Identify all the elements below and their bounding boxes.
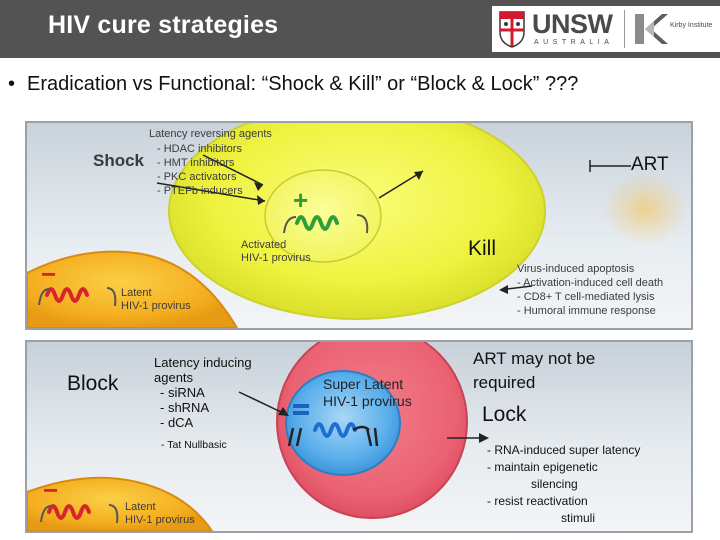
lra-arrow-line: [156, 182, 266, 202]
super-latent-nucleus-shape: [285, 370, 401, 476]
header-bar: HIV cure strategies UNSW AUSTRALIA Kirby…: [0, 0, 720, 58]
slide-title: HIV cure strategies: [48, 11, 279, 39]
lock-item: - maintain epigenetic: [487, 460, 598, 474]
kirby-wordmark: Kirby Institute: [670, 22, 713, 29]
lock-chromatin-icon-left: [287, 427, 303, 447]
kill-item: Virus-induced apoptosis: [517, 263, 635, 275]
lra-item: - HDAC inhibitors: [157, 143, 242, 155]
block-and-lock-diagram: Block Latency inducing agents - siRNA - …: [25, 340, 693, 533]
kill-item: - Humoral immune response: [517, 305, 656, 317]
lra-item: - HMT inhibitors: [157, 157, 235, 169]
unsw-subtitle: AUSTRALIA: [534, 39, 614, 46]
lra-list: - HDAC inhibitors - HMT inhibitors - PKC…: [157, 142, 243, 198]
shock-kill-graphics: [27, 123, 687, 328]
lia-title: Latency inducing: [154, 355, 252, 370]
lock-mechanisms-list: - RNA-induced super latency - maintain e…: [487, 442, 640, 527]
kill-arrow-line: [506, 285, 533, 290]
lia-title-2: agents: [154, 370, 194, 385]
logo-area: UNSW AUSTRALIA Kirby Institute: [492, 6, 720, 52]
lra-item: - PKC activators: [157, 171, 237, 183]
tat-nullbasic-label: - Tat Nullbasic: [161, 439, 227, 451]
latent-dna-icon-bottom: [40, 504, 119, 524]
super-latent-label: Super Latent HIV-1 provirus: [323, 376, 412, 409]
art-label: ART: [631, 154, 669, 175]
minus-sign-bottom: −: [43, 475, 59, 505]
activated-nucleus-shape: [264, 169, 382, 263]
activated-provirus-label: Activated HIV-1 provirus: [241, 239, 311, 264]
faint-cell-shape: [603, 173, 687, 245]
latent-provirus-icon-bottom: [47, 504, 91, 520]
virus-arrow-line: [378, 170, 424, 199]
lock-chromatin-icon-right: [352, 425, 379, 447]
lock-item: - RNA-induced super latency: [487, 443, 641, 457]
super-latent-provirus-icon: [313, 422, 357, 438]
logo-divider: [624, 10, 625, 48]
lra-arrow-head-2: [254, 182, 263, 191]
lia-list: Latency inducing agents - siRNA - shRNA …: [154, 355, 252, 430]
bullet-symbol: •: [8, 73, 16, 95]
shock-and-kill-diagram: Latency reversing agents - HDAC inhibito…: [25, 121, 693, 330]
lia-arrow-head: [278, 407, 289, 416]
plus-sign: +: [293, 185, 309, 215]
activated-provirus-icon: [295, 215, 339, 231]
art-not-required-label: ART may not be required: [473, 349, 596, 392]
lia-item: - shRNA: [160, 400, 210, 415]
latent-provirus-icon: [45, 287, 89, 303]
kirby-logo-icon: [635, 14, 668, 44]
lock-arrow-head: [479, 433, 489, 443]
bullet-point: • Eradication vs Functional: “Shock & Kil…: [8, 73, 578, 96]
latent-cell-shape: [27, 250, 239, 328]
shock-label: Shock: [93, 151, 145, 170]
kill-item: - CD8+ T cell-mediated lysis: [517, 291, 655, 303]
bullet-text: Eradication vs Functional: “Shock & Kill…: [27, 73, 579, 95]
activated-dna-icon: [283, 214, 369, 234]
block-lock-graphics: [27, 342, 489, 531]
lia-item: - dCA: [160, 415, 194, 430]
kill-label: Kill: [468, 237, 497, 260]
unsw-crest-icon: [499, 11, 525, 48]
latent-cell-shape-bottom: [27, 476, 214, 531]
block-minus-sign: [293, 404, 309, 415]
latent-dna-icon: [38, 287, 117, 307]
latent-provirus-label-bottom: Latent HIV-1 provirus: [125, 501, 195, 526]
minus-sign: −: [41, 259, 57, 289]
lra-arrow-head: [257, 195, 265, 205]
lra-arrow-line-2: [202, 154, 264, 186]
block-label: Block: [67, 372, 119, 395]
lia-item: - siRNA: [160, 385, 205, 400]
virus-arrow-head: [414, 171, 423, 180]
lock-item: silencing: [531, 477, 578, 491]
kill-mechanisms-list: Virus-induced apoptosis - Activation-ind…: [517, 262, 663, 318]
lra-item: - PTEFb inducers: [157, 185, 243, 197]
latent-provirus-label: Latent HIV-1 provirus: [121, 287, 191, 312]
lock-item: stimuli: [561, 511, 596, 525]
lra-title: Latency reversing agents: [149, 128, 272, 140]
unsw-wordmark: UNSW: [532, 9, 613, 39]
lock-label: Lock: [482, 403, 527, 426]
kill-arrow-head: [499, 285, 508, 294]
lock-item: - resist reactivation: [487, 494, 588, 508]
kill-item: - Activation-induced cell death: [517, 277, 664, 289]
lia-arrow-line: [238, 391, 282, 413]
